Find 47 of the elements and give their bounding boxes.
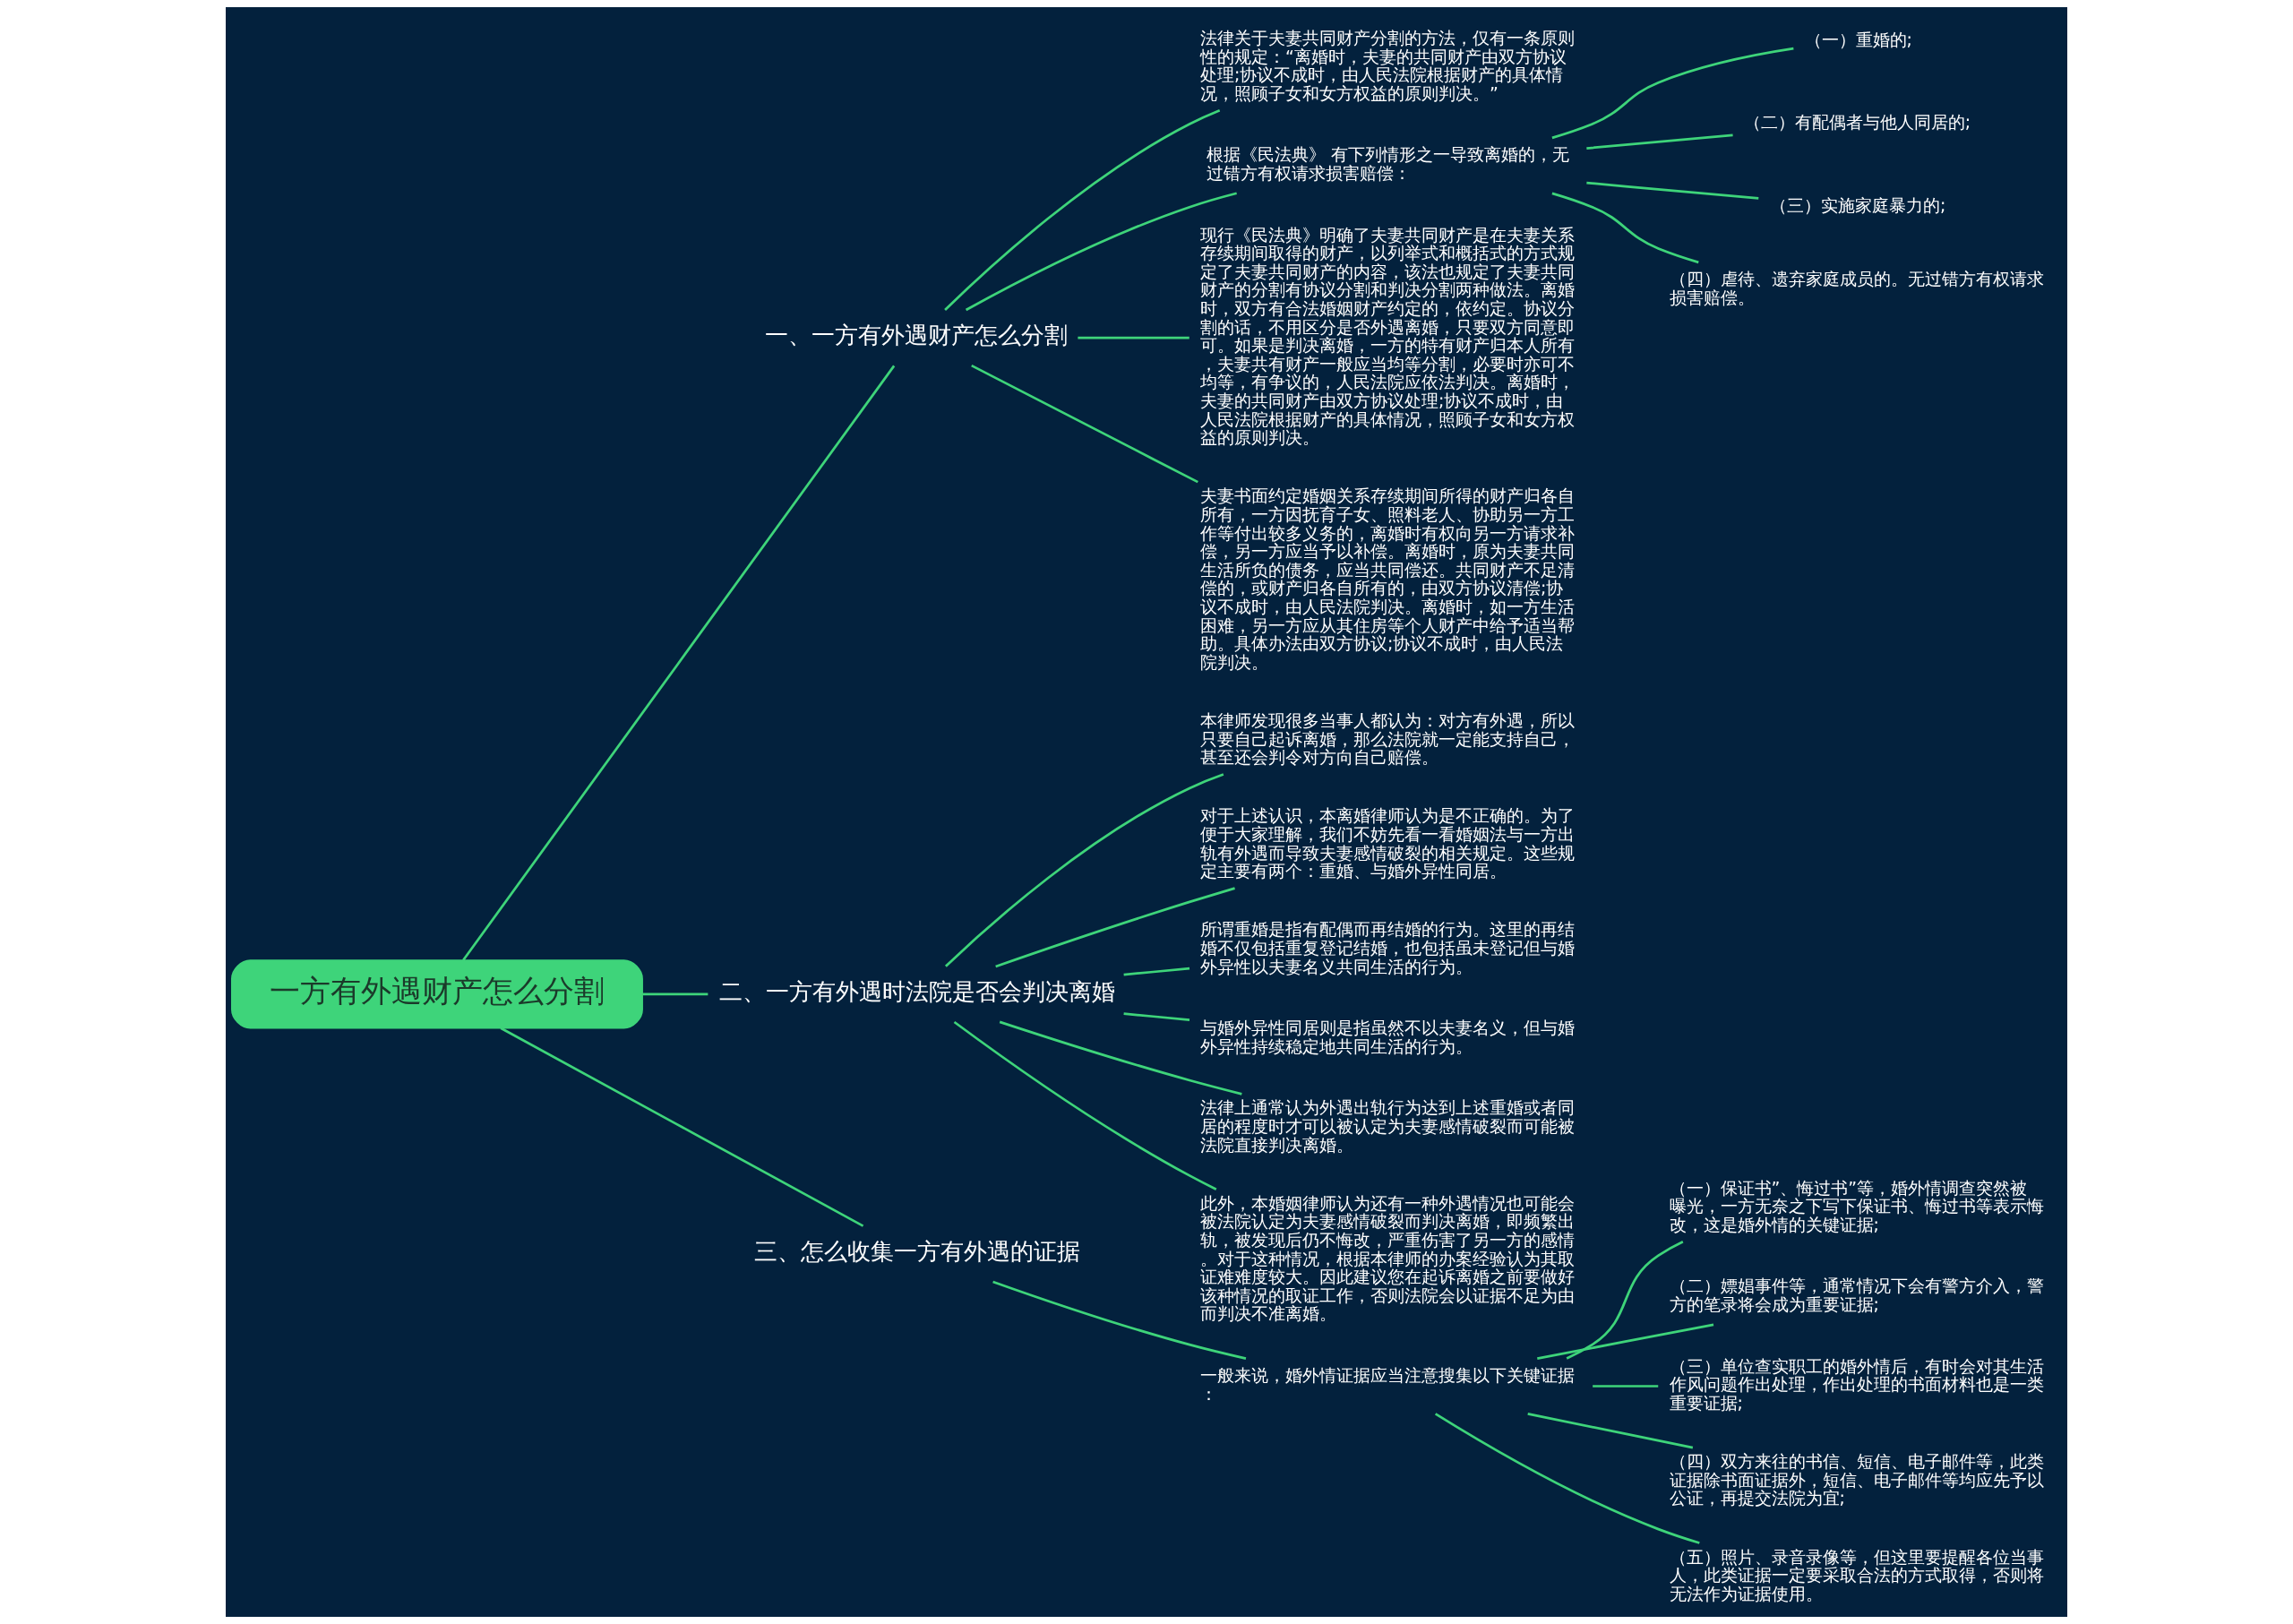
node-text: 三、怎么收集一方有外遇的证据 bbox=[753, 1237, 1080, 1265]
connector bbox=[995, 887, 1235, 968]
connector bbox=[992, 1280, 1247, 1360]
connector bbox=[1593, 1385, 1659, 1388]
connector bbox=[1123, 1012, 1190, 1021]
node-text: （五）照片、录音录像等，但这里要提醒各位当事人，此类证据一定要采取合法的方式取得，否则将无法作为证据使用。 bbox=[1669, 1546, 2044, 1603]
node-text: 所谓重婚是指有配偶而再结婚的行为。这里的再结婚不仅包括重复登记结婚，也包括虽未登记但与婚外异性以夫妻名义共同生活的行为。 bbox=[1200, 919, 1576, 976]
node-text: 法律关于夫妻共同财产分割的方法，仅有一条原则性的规定：“离婚时，夫妻的共同财产由双方协议处理;协议不成时，由人民法院根据财产的具体情况，照顾子女和女方权益的原则判决。” bbox=[1200, 27, 1576, 103]
node-text: （三）单位查实职工的婚外情后，有时会对其生活作风问题作出处理，作出处理的书面材料也是一类重要证据; bbox=[1669, 1355, 2044, 1413]
connector bbox=[1537, 1323, 1714, 1360]
node-text: 一般来说，婚外情证据应当注意搜集以下关键证据： bbox=[1200, 1365, 1576, 1404]
connector bbox=[965, 192, 1237, 312]
node-text: （二）嫖娼事件等，通常情况下会有警方介入，警方的笔录将会成为重要证据; bbox=[1669, 1276, 2044, 1315]
connector bbox=[1551, 192, 1699, 264]
node-text: 本律师发现很多当事人都认为：对方有外遇，所以只要自己起诉离婚，那么法院就一定能支持自己，甚至还会判令对方向自己赔偿。 bbox=[1200, 709, 1576, 768]
node-text: 与婚外异性同居则是指虽然不以夫妻名义，但与婚外异性持续稳定地共同生活的行为。 bbox=[1200, 1018, 1576, 1056]
connector bbox=[642, 992, 709, 996]
connector bbox=[1566, 1241, 1684, 1360]
node-text: （一）重婚的; bbox=[1804, 29, 1912, 49]
node-text: 此外，本婚姻律师认为还有一种外遇情况也可能会被法院认定为夫妻感情破裂而判决离婚，即频繁出轨，被发现后仍不悔改，严重伤害了另一方的感情。对于这种情况，根据本律师的办案经验认为其取证难难度较大。因此建议您在起诉离婚之前要做好该种情况的取证工作，否则法院会以证据不足为由而判决不准离婚。 bbox=[1200, 1192, 1576, 1324]
node-text: 夫妻书面约定婚姻关系存续期间所得的财产归各自所有，一方因抚育子女、照料老人、协助另一方工作等付出较多义务的，离婚时有权向另一方请求补偿，另一方应当予以补偿。离婚时，原为夫妻共同生活所负的债务，应当共同偿还。共同财产不足清偿的，或财产归各自所有的，由双方协议清偿;协议不成时，由人民法院判决。离婚时，如一方生活困难，另一方应从其住房等个人财产中给予适当帮助。具体办法由双方协议;协议不成时，由人民法院判决。 bbox=[1200, 485, 1576, 672]
connector bbox=[1123, 967, 1190, 976]
connector bbox=[1527, 1413, 1694, 1449]
node-text: （一）保证书”、悔过书”等，婚外情调查突然被曝光，一方无奈之下写下保证书、悔过书等表示悔改，这是婚外情的关键证据; bbox=[1669, 1177, 2044, 1234]
connector bbox=[1434, 1413, 1700, 1544]
node-text: 一、一方有外遇财产怎么分割 bbox=[765, 322, 1069, 349]
node-box: 一方有外遇财产怎么分割 bbox=[231, 959, 643, 1029]
node-text: 法律上通常认为外遇出轨行为达到上述重婚或者同居的程度时才可以被认定为夫妻感情破裂而可能被法院直接判决离婚。 bbox=[1200, 1097, 1576, 1155]
node-text: 现行《民法典》明确了夫妻共同财产是在夫妻关系存续期间取得的财产，以列举式和概括式的方式规定了夫妻共同财产的内容，该法也规定了夫妻共同财产的分割有协议分割和判决分割两种做法。离婚时，双方有合法婚姻财产约定的，依约定。协议分割的话，不用区分是否外遇离婚，只要双方同意即可。如果是判决离婚，一方的特有财产归本人所有，夫妻共有财产一般应当均等分割，必要时亦可不均等，有争议的，人民法院应依法判决。离婚时，夫妻的共同财产由双方协议处理;协议不成时，由人民法院根据财产的具体情况，照顾子女和女方权益的原则判决。 bbox=[1200, 224, 1576, 448]
node-text: 对于上述认识，本离婚律师认为是不正确的。为了便于大家理解，我们不妨先看一看婚姻法与一方出轨有外遇而导致夫妻感情破裂的相关规定。这些规定主要有两个：重婚、与婚外异性同居。 bbox=[1200, 805, 1576, 881]
node-text: 根据《民法典》 有下列情形之一导致离婚的，无过错方有权请求损害赔偿： bbox=[1206, 144, 1569, 183]
connector bbox=[971, 364, 1198, 484]
connector bbox=[462, 365, 896, 961]
node-text: （四）双方来往的书信、短信、电子邮件等，此类证据除书面证据外，短信、电子邮件等均应先予以公证，再提交法院为宜; bbox=[1669, 1451, 2044, 1508]
connector bbox=[999, 1020, 1242, 1096]
connector bbox=[1586, 133, 1733, 150]
node-text: 二、一方有外遇时法院是否会判决离婚 bbox=[718, 977, 1115, 1005]
node-text: （二）有配偶者与他人同居的; bbox=[1743, 112, 1971, 133]
connector bbox=[1586, 181, 1759, 200]
connector bbox=[1551, 47, 1794, 140]
connector bbox=[953, 1020, 1217, 1190]
connector bbox=[500, 1027, 864, 1227]
connector bbox=[1078, 336, 1189, 339]
connector bbox=[944, 773, 1224, 967]
node-text: （三）实施家庭暴力的; bbox=[1769, 194, 1946, 215]
connector bbox=[944, 109, 1221, 311]
node-text: （四）虐待、遗弃家庭成员的。无过错方有权请求损害赔偿。 bbox=[1669, 269, 2044, 307]
